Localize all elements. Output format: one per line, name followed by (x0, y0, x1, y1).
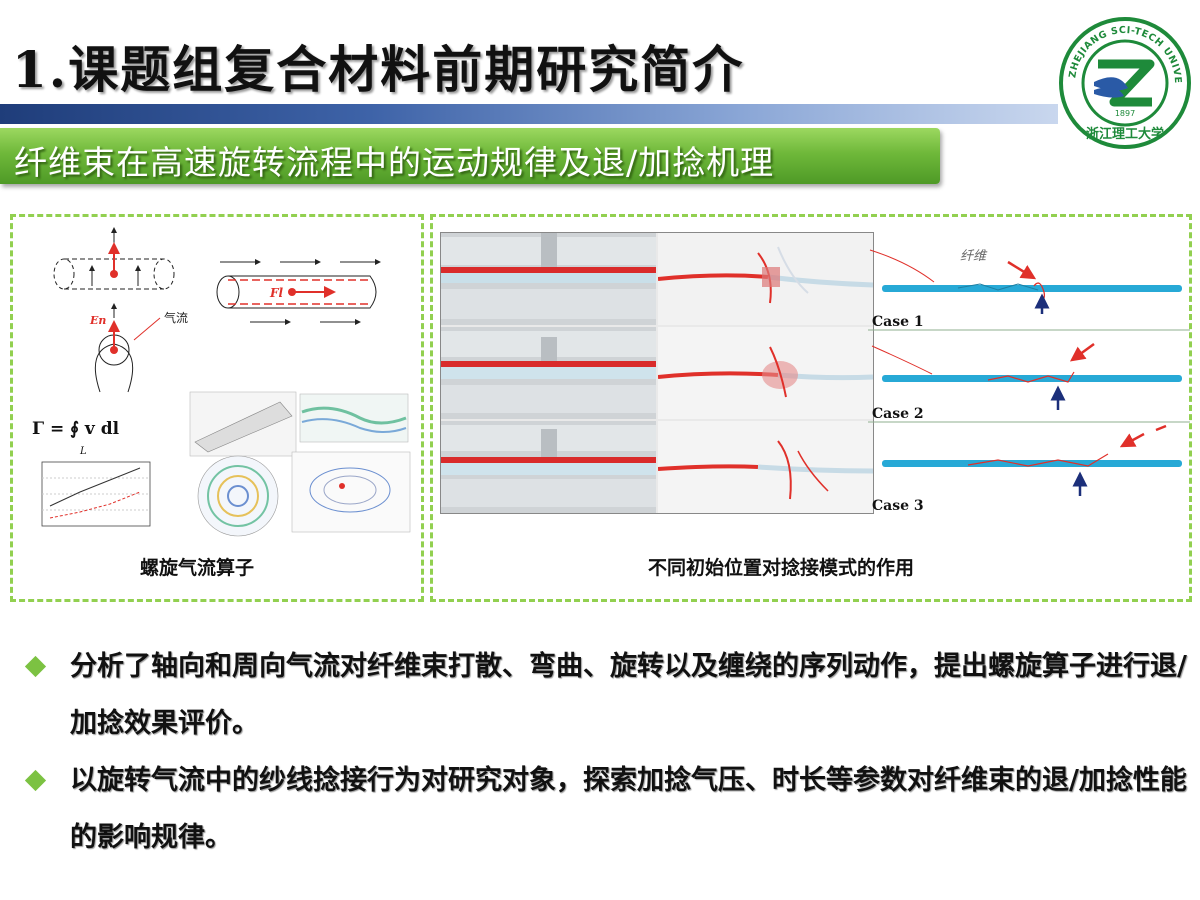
fiber-force-tube-diagram: Fl (216, 259, 381, 325)
simulation-images (189, 391, 411, 537)
left-panel-caption: 螺旋气流算子 (140, 557, 255, 579)
chamber-photo-3 (441, 421, 656, 513)
bullet-text: 以旋转气流中的纱线捻接行为对研究对象，探索加捻气压、时长等参数对纤维束的退/加捻… (70, 765, 1187, 853)
page-title: 1.课题组复合材料前期研究简介 (12, 40, 745, 99)
bullet-item: 以旋转气流中的纱线捻接行为对研究对象，探索加捻气压、时长等参数对纤维束的退/加捻… (24, 752, 1188, 866)
logo-chinese-name: 浙江理工大学 (1086, 126, 1164, 142)
case-2-label: Case 2 (872, 406, 924, 422)
right-figure-panel (430, 214, 1192, 602)
chamber-photo-2 (441, 327, 656, 419)
chamber-photo-1 (441, 233, 656, 325)
title-underline-bar (0, 104, 1058, 124)
splicing-photo-grid (440, 232, 874, 514)
force-en-label: En (89, 314, 106, 327)
small-line-chart (41, 461, 151, 527)
bullet-list: 分析了轴向和周向气流对纤维束打散、弯曲、旋转以及缠绕的序列动作，提出螺旋算子进行… (24, 638, 1188, 866)
case-2-diagram: Case 2 (871, 342, 1182, 422)
force-fl-label: Fl (269, 286, 284, 300)
formula-subscript: L (79, 446, 87, 457)
case-1-label: Case 1 (872, 314, 924, 330)
axial-flow-tube-diagram (53, 227, 175, 290)
case-3-label: Case 3 (872, 498, 924, 514)
right-panel-caption: 不同初始位置对捻接模式的作用 (648, 557, 915, 579)
circumferential-flow-diagram: En 气流 (89, 303, 188, 393)
diamond-bullet-icon (24, 655, 47, 678)
left-figure-panel (10, 214, 424, 602)
circulation-formula: Γ = ∮ v dl (32, 419, 120, 439)
case-3-diagram: Case 3 (872, 424, 1182, 514)
spiral-airflow-diagrams: Fl En 气流 Γ = ∮ v dl L (32, 227, 411, 537)
university-logo: ZHEJIANG SCI-TECH UNIVERSITY 1897 浙江理工大学 (1058, 16, 1191, 149)
logo-year: 1897 (1115, 109, 1135, 118)
yarn-splice-photo-2 (658, 327, 873, 419)
subtitle-text: 纤维束在高速旋转流程中的运动规律及退/加捻机理 (14, 143, 775, 182)
airflow-label: 气流 (164, 310, 188, 325)
case-1-diagram: 纤维 Case 1 (869, 249, 1182, 330)
yarn-splice-photo-1 (658, 233, 873, 325)
diamond-bullet-icon (24, 769, 47, 792)
fiber-label: 纤维 (960, 249, 988, 264)
bullet-item: 分析了轴向和周向气流对纤维束打散、弯曲、旋转以及缠绕的序列动作，提出螺旋算子进行… (24, 638, 1188, 752)
subtitle-banner: 纤维束在高速旋转流程中的运动规律及退/加捻机理 (0, 128, 940, 184)
yarn-splice-photo-3 (658, 421, 873, 513)
case-diagrams: 纤维 Case 1 Case 2 Case 3 (868, 249, 1190, 514)
bullet-text: 分析了轴向和周向气流对纤维束打散、弯曲、旋转以及缠绕的序列动作，提出螺旋算子进行… (70, 651, 1187, 739)
